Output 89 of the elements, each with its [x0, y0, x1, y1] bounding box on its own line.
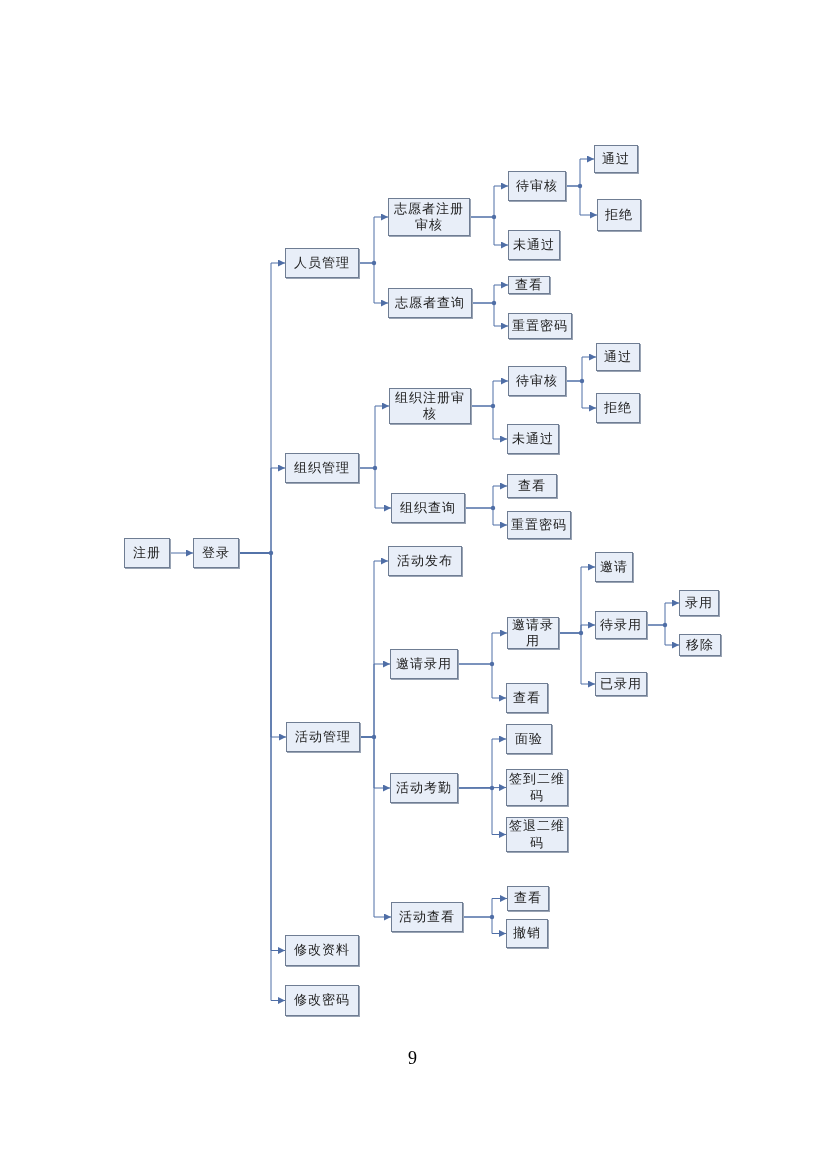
node-label: 签到二维码: [508, 771, 566, 804]
connector-arrow: [470, 405, 508, 443]
process-box: [594, 145, 638, 173]
process-box: [388, 546, 462, 576]
connector-arrow: [469, 216, 509, 249]
page-number: 9: [408, 1048, 417, 1069]
node-label: 已录用: [600, 675, 642, 693]
node-label: 重置密码: [512, 317, 568, 335]
connector-arrow: [359, 736, 392, 921]
node-label: 重置密码: [511, 516, 567, 534]
node-label: 待录用: [600, 616, 642, 634]
process-box: [285, 453, 359, 483]
process-box: [507, 474, 557, 498]
process-box: [506, 724, 552, 754]
node-label: 修改资料: [294, 942, 350, 959]
node-label: 待审核: [516, 177, 558, 195]
process-box: [506, 683, 548, 713]
process-box: [508, 171, 566, 201]
node-label: 通过: [604, 348, 632, 366]
connector-arrow: [464, 507, 508, 529]
node-label: 查看: [518, 477, 546, 495]
node-label: 活动考勤: [396, 779, 452, 797]
connector-arrow: [457, 787, 507, 838]
node-label: 拒绝: [605, 206, 633, 224]
node-label: 修改密码: [294, 992, 350, 1009]
node-label: 邀请录用: [511, 616, 555, 650]
node-label: 组织查询: [400, 499, 456, 517]
process-box: [285, 985, 359, 1016]
node-label: 组织管理: [294, 459, 350, 477]
process-box: [390, 649, 458, 679]
process-box: [193, 538, 239, 568]
process-box: [390, 773, 458, 803]
connector-arrow: [457, 663, 507, 702]
node-label: 志愿者查询: [395, 294, 465, 312]
node-label: 组织注册审核: [394, 389, 466, 423]
process-box: [508, 276, 550, 294]
process-box: [388, 288, 472, 318]
process-box: [596, 393, 640, 423]
process-box: [285, 935, 359, 966]
process-box: [508, 230, 560, 260]
process-box: [506, 919, 548, 948]
process-box: [595, 552, 633, 582]
node-label: 志愿者注册审核: [393, 200, 465, 234]
node-label: 签退二维码: [508, 818, 566, 851]
connector-arrow: [358, 467, 392, 512]
connector-arrow: [471, 302, 509, 330]
connector-arrow: [565, 185, 598, 219]
node-label: 拒绝: [604, 399, 632, 417]
node-label: 查看: [515, 276, 543, 294]
connector-arrow: [169, 549, 194, 557]
node-label: 待审核: [516, 372, 558, 390]
process-box: [597, 199, 641, 231]
process-box: [391, 902, 463, 932]
process-box: [286, 722, 360, 752]
node-label: 录用: [685, 594, 713, 612]
node-label: 未通过: [512, 430, 554, 448]
connector-arrow: [457, 784, 507, 792]
node-label: 活动管理: [295, 728, 351, 746]
node-label: 查看: [513, 689, 541, 707]
connector-arrow: [358, 262, 389, 307]
node-label: 查看: [514, 890, 542, 907]
process-box: [124, 538, 170, 568]
node-label: 活动查看: [399, 908, 455, 926]
process-box: [507, 511, 571, 539]
node-label: 未通过: [513, 236, 555, 254]
process-box: [507, 886, 549, 911]
node-label: 邀请录用: [396, 655, 452, 673]
process-box: [391, 493, 465, 523]
node-label: 移除: [686, 636, 714, 654]
node-label: 面验: [515, 730, 543, 748]
process-box: [679, 590, 719, 616]
process-box: [285, 248, 359, 278]
process-box: [508, 366, 566, 396]
process-box: [595, 672, 647, 696]
process-box: [507, 424, 559, 454]
process-box: [596, 343, 640, 371]
connector-arrow: [558, 632, 596, 688]
node-label: 邀请: [600, 558, 628, 576]
node-label: 撤销: [513, 925, 541, 942]
process-box: [595, 611, 647, 639]
node-label: 活动发布: [397, 552, 453, 570]
node-label: 人员管理: [294, 254, 350, 272]
node-label: 通过: [602, 150, 630, 168]
node-label: 登录: [202, 544, 230, 562]
node-label: 注册: [133, 544, 161, 562]
connector-arrow: [646, 624, 680, 649]
connector-arrow: [462, 916, 507, 937]
process-box: [679, 634, 721, 656]
connector-arrow: [565, 380, 597, 412]
